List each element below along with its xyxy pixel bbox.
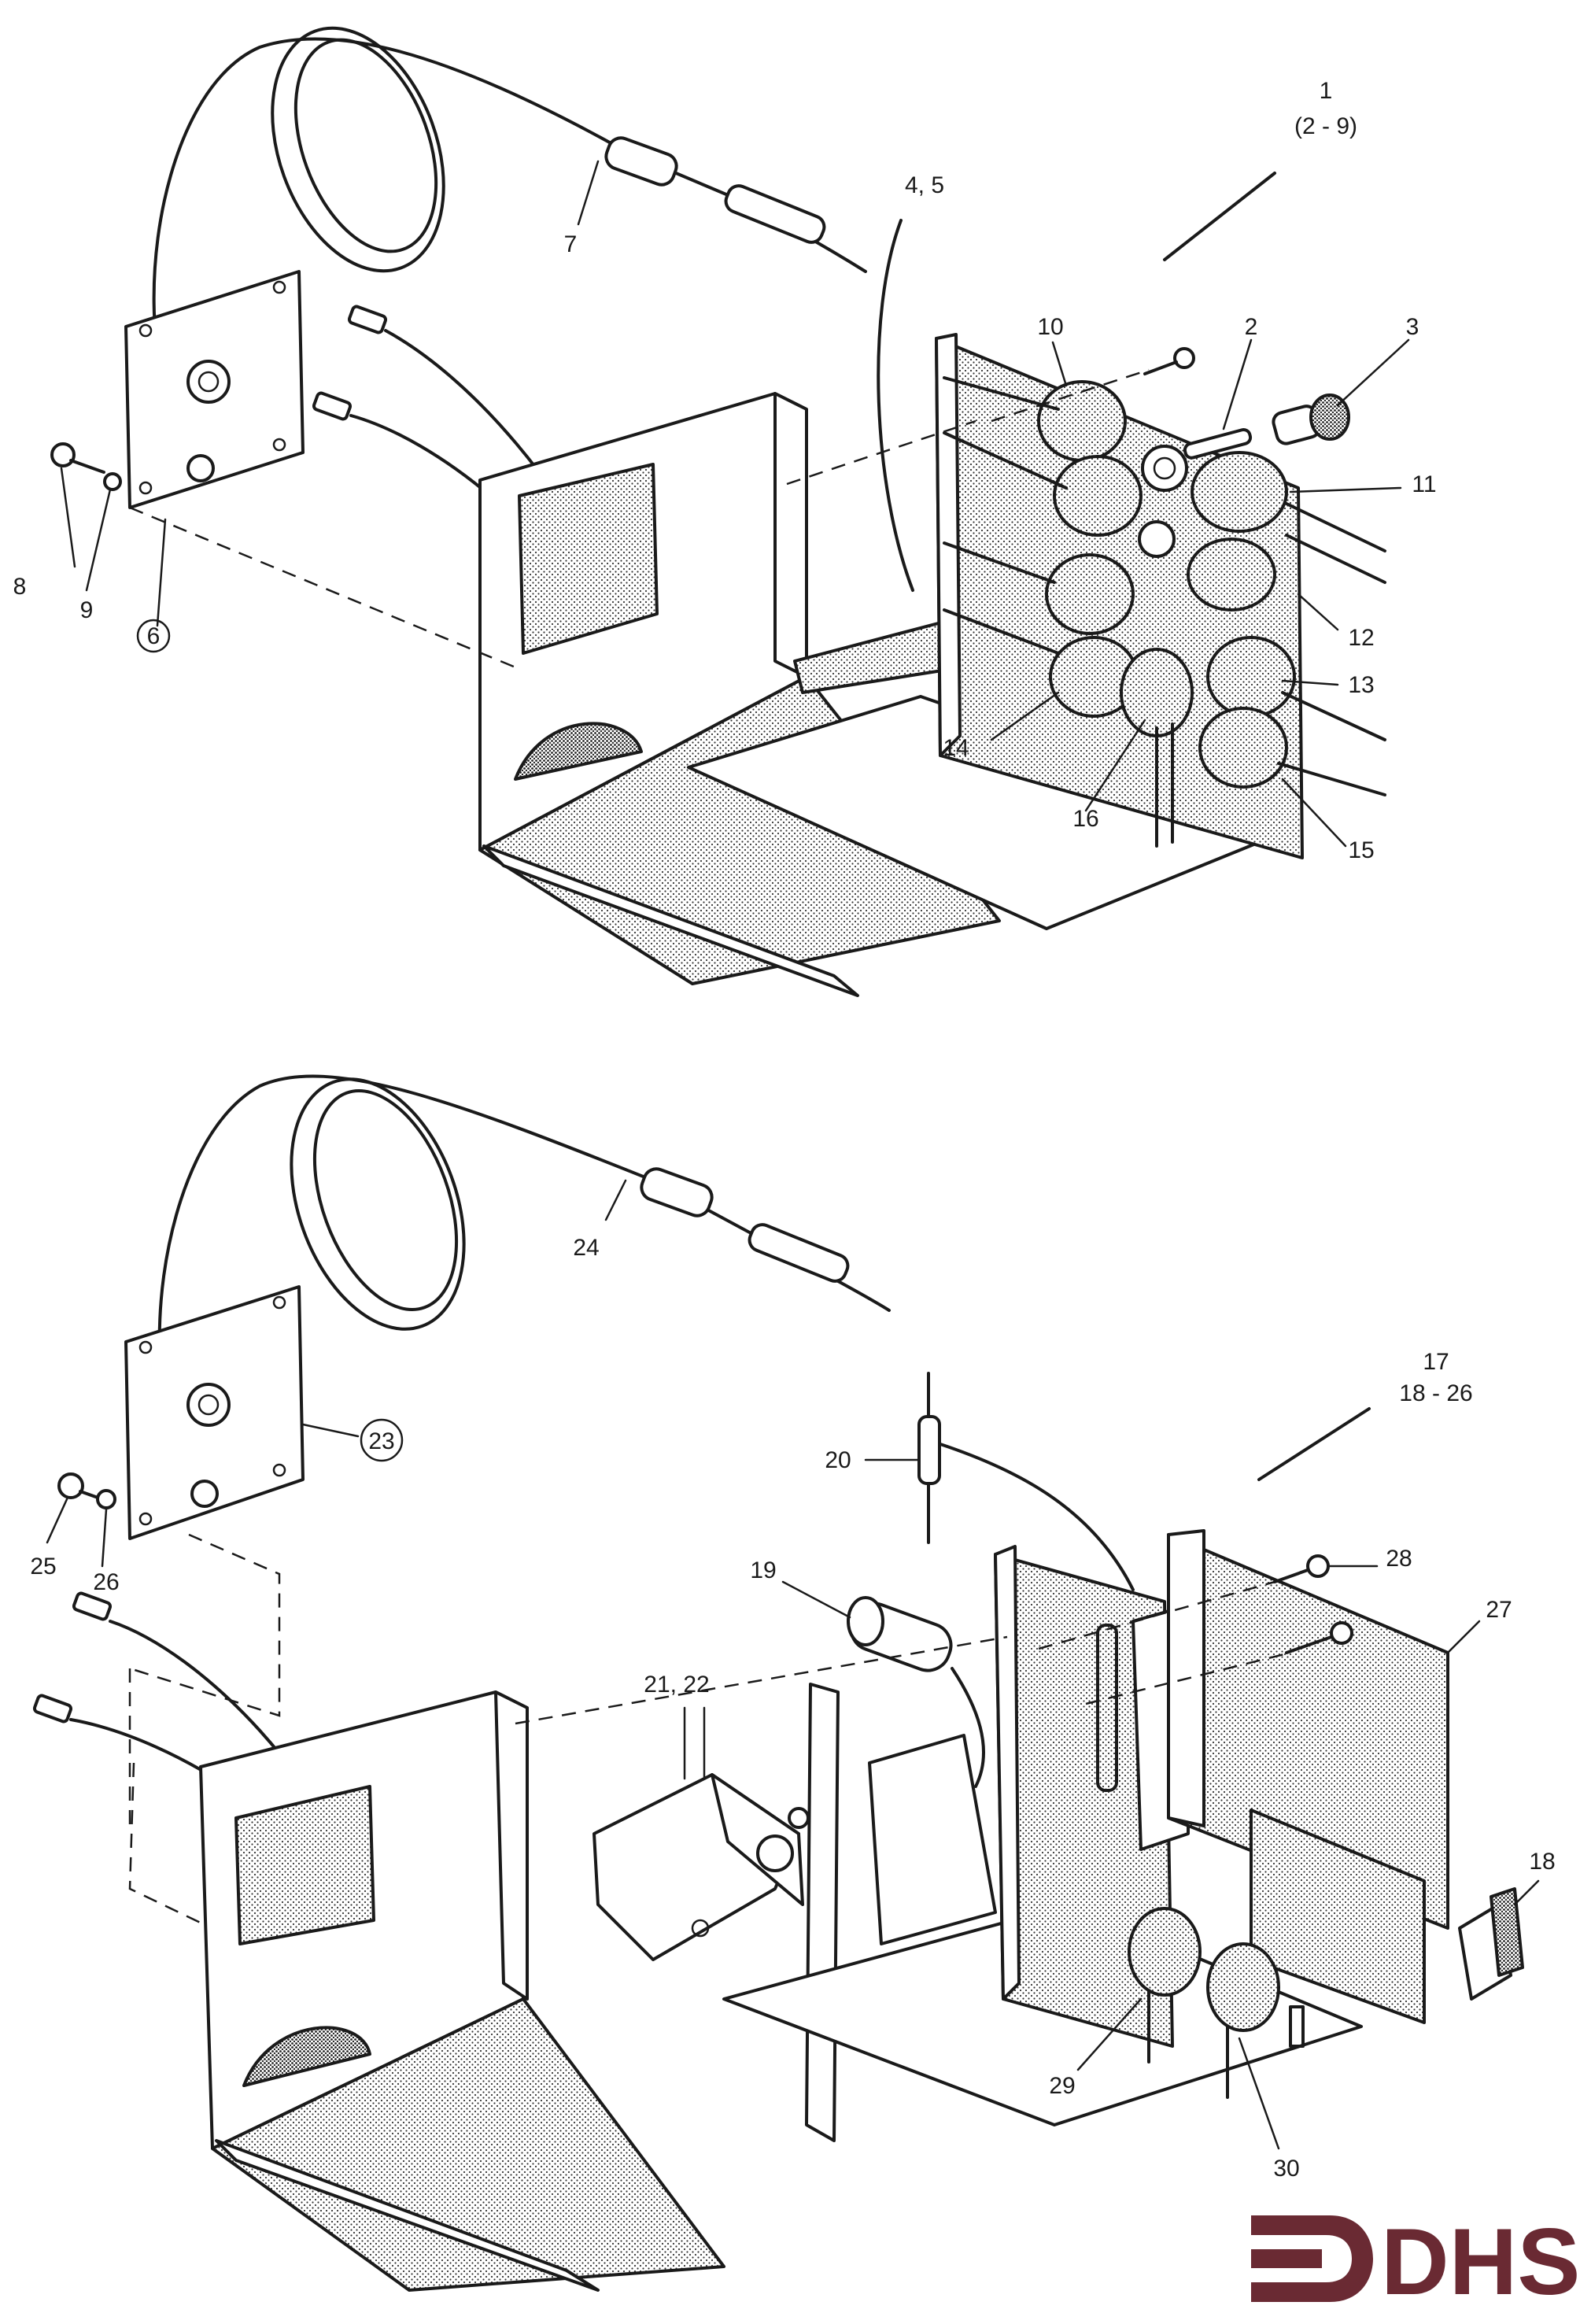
cover-outline-dashed [128,1533,281,1938]
callout-13: 13 [1348,672,1374,698]
callout-4-5: 4, 5 [905,172,944,198]
callout-20: 20 [825,1447,851,1473]
assembly-range-18-26: 18 - 26 [1399,1380,1472,1406]
resistor-20 [917,1372,1135,1591]
callout-28: 28 [1386,1546,1412,1572]
housing-top [478,392,1300,997]
knob-3 [1272,393,1350,445]
assembly-range-2-9: (2 - 9) [1294,113,1357,139]
callout-3: 3 [1406,314,1419,340]
screw-27-side [1285,1621,1353,1654]
assembly-number-1: 1 [1320,78,1333,104]
screw-top-plate [1143,347,1195,375]
callout-19: 19 [750,1557,776,1583]
callout-8: 8 [13,574,27,600]
callout-7: 7 [564,231,578,257]
callout-26: 26 [93,1569,119,1595]
callout-25: 25 [30,1554,56,1580]
callout-29: 29 [1049,2073,1075,2099]
callout-27: 27 [1486,1597,1512,1623]
callout-18: 18 [1529,1849,1555,1875]
callout-10: 10 [1037,314,1063,340]
group-arrow-top [1163,172,1276,261]
bulb-sensor-bottom [640,1167,850,1283]
screw-28 [1273,1554,1330,1583]
group-arrow-bottom [1257,1407,1371,1481]
relay-21-22 [592,1773,810,1961]
callout-23-circle [360,1418,404,1462]
arrow-bracket-icon [1251,2215,1373,2302]
pin-2 [1183,427,1253,460]
callout-21-22: 21, 22 [644,1672,709,1698]
leader-lines-top [60,160,1410,848]
component-plate-top [935,333,1386,859]
capacitor-19 [847,1596,985,1788]
assembly-line-top-1 [129,506,520,671]
leader-lines-bottom [46,1179,1540,2150]
housing-bottom [199,1683,840,2292]
callout-6: 6 [147,623,161,649]
bottom-assembly: 17 18 - 26 24 20 19 21, 22 28 27 18 29 3… [30,1074,1556,2292]
bulb-sensor-top [604,136,826,244]
callout-2: 2 [1245,314,1258,340]
switch-18 [1458,1887,1524,2001]
callout-6-circle [136,619,171,653]
callout-11: 11 [1412,471,1436,497]
assembly-line-top-3 [991,368,1150,423]
group-bracket-4-5 [877,219,914,592]
mounting-plate-6 [124,270,305,509]
washer-26 [96,1489,116,1509]
callout-23: 23 [368,1428,394,1454]
callout-30: 30 [1273,2156,1299,2182]
callout-15: 15 [1348,837,1374,863]
assembly-line-bottom-3 [1085,1651,1291,1705]
callout-9: 9 [80,597,94,623]
screw-25 [57,1472,104,1501]
dhs-logo: DHS [1251,2209,1580,2315]
assembly-line-bottom-1 [515,1635,1008,1725]
callout-16: 16 [1072,806,1098,832]
callout-12: 12 [1348,625,1374,651]
mounting-plate-23 [124,1285,305,1540]
screw-8 [50,442,105,474]
assembly-number-17: 17 [1423,1349,1449,1375]
assembly-line-bottom-2 [1038,1580,1275,1650]
logo-text: DHS [1381,2209,1580,2315]
callout-14: 14 [943,735,969,761]
callout-24: 24 [573,1235,599,1261]
top-assembly: 1 (2 - 9) 4, 5 7 10 2 3 11 12 13 14 16 1… [13,26,1437,997]
washer-9 [103,472,122,491]
